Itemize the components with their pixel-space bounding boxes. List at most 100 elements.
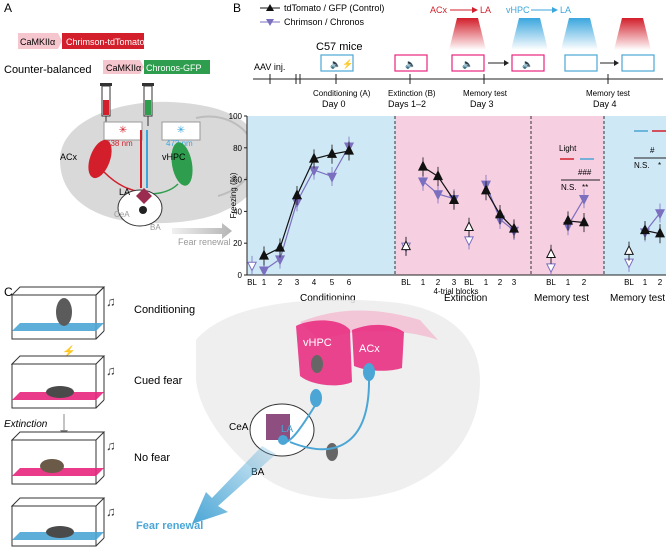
shock-icon-c: ⚡ <box>62 345 76 358</box>
vhpc-path-label: vHPC <box>506 5 530 15</box>
y-tick-label: 80 <box>233 144 242 153</box>
x-tick-label: 1 <box>566 278 571 287</box>
red-light-cone-1 <box>449 18 486 50</box>
vhpc-path-target: LA <box>560 5 571 15</box>
phase2-day: Days 1–2 <box>388 99 426 109</box>
context-box-test-day3: 🔈 🔈 <box>451 54 545 72</box>
section-test1: Memory test <box>534 293 589 304</box>
chart-section-bg-2 <box>531 116 604 275</box>
panel-c-letter: C <box>4 285 13 299</box>
data-point-control <box>308 152 320 163</box>
chrimson-construct-label: Chrimson-tdTomato <box>66 37 145 47</box>
fear-renewal-arrow-c <box>192 446 276 524</box>
series-line-opsin <box>263 145 350 271</box>
acx-path-target: LA <box>480 5 491 15</box>
y-tick-label: 100 <box>229 112 243 121</box>
data-point-control <box>545 248 557 259</box>
syringe-green <box>142 83 154 126</box>
light-label-3: Light <box>559 144 577 153</box>
data-point-control <box>274 241 286 252</box>
x-tick-label: BL <box>624 278 634 287</box>
section-extinction: Extinction <box>444 293 487 304</box>
music-note-icon-3: ♫ <box>106 438 116 453</box>
section-conditioning: Conditioning <box>300 293 356 304</box>
data-point-control <box>578 216 590 227</box>
vhpc-neuron-gray <box>311 355 323 373</box>
fear-renewal-label-c: Fear renewal <box>136 520 203 532</box>
shock-icon: ⚡ <box>342 58 353 70</box>
counterbalanced-label: Counter-balanced <box>4 64 91 76</box>
sig-3a: ### <box>578 168 592 177</box>
legend-control-label: tdTomato / GFP (Control) <box>284 3 384 13</box>
legend-opsin-marker <box>266 19 274 26</box>
cea-label-c: CeA <box>229 422 249 433</box>
data-point-control <box>562 214 574 225</box>
acx-path-arrowhead <box>472 7 478 13</box>
data-point-opsin <box>246 261 258 272</box>
x-tick-label: BL <box>247 278 257 287</box>
blue-light-cone-1 <box>511 18 548 50</box>
sig-4c: * <box>658 161 661 170</box>
context-box-extinction: 🔈 <box>394 54 428 72</box>
red-wavelength: 638 nm <box>106 139 133 148</box>
cage-no-fear: ♫ <box>10 431 116 485</box>
x-axis-label: 4-trial blocks <box>434 287 479 296</box>
data-point-control <box>508 222 520 233</box>
x-tick-label: BL <box>546 278 556 287</box>
data-point-opsin <box>432 190 444 201</box>
step1-label: Conditioning <box>134 304 195 316</box>
music-note-icon-4: ♫ <box>106 504 116 519</box>
data-point-opsin <box>258 266 270 277</box>
panel-c: C ⚡ ♫ Conditioning ♫ Cued fear Extin <box>4 285 480 547</box>
x-tick-label: 3 <box>452 278 457 287</box>
panel-b: B tdTomato / GFP (Control) Chrimson / Ch… <box>229 1 666 304</box>
vhpc-neuron-blue <box>310 389 322 407</box>
data-point-control <box>258 249 270 260</box>
music-note-icon-1: ♫ <box>106 294 116 309</box>
step2-label: Cued fear <box>134 375 183 387</box>
x-tick-label: 6 <box>347 278 352 287</box>
cage-conditioning: ⚡ ♫ <box>10 286 116 358</box>
phase1-label: Conditioning (A) <box>313 89 371 98</box>
chronos-construct-label: Chronos-GFP <box>146 63 202 73</box>
cage-fear-renewal: ♫ <box>10 497 116 547</box>
promoter-label-1: CaMKIIα <box>20 37 55 47</box>
data-point-control <box>463 220 475 231</box>
context-box-test-day4 <box>564 54 655 72</box>
phase4-label: Memory test <box>586 89 631 98</box>
x-tick-label: 1 <box>643 278 648 287</box>
vhpc-label-c: vHPC <box>303 337 332 349</box>
data-point-control <box>417 160 429 171</box>
data-point-control <box>448 193 460 204</box>
extinction-label: Extinction <box>4 419 48 430</box>
sig-3c: ** <box>582 183 588 192</box>
vhpc-label-a: vHPC <box>162 152 186 162</box>
legend-opsin-label: Chrimson / Chronos <box>284 17 365 27</box>
section-test2: Memory test <box>610 293 665 304</box>
phase3-day: Day 3 <box>470 99 494 109</box>
x-tick-label: 1 <box>421 278 426 287</box>
x-tick-label: 5 <box>330 278 335 287</box>
sig-3b: N.S. <box>561 183 577 192</box>
x-tick-label: BL <box>464 278 474 287</box>
y-tick-label: 20 <box>233 239 242 248</box>
promoter-arrow-chronos <box>103 60 144 74</box>
data-point-control <box>432 170 444 181</box>
blue-burst-icon: ✳ <box>177 125 185 136</box>
acx-path-label: ACx <box>430 5 448 15</box>
vhpc-path-arrowhead <box>552 7 558 13</box>
mouse-rearing <box>56 298 72 326</box>
vhpc-region <box>171 142 193 186</box>
chronos-construct-box <box>144 60 210 74</box>
ba-label-a: BA <box>150 223 161 232</box>
x-tick-label: 3 <box>295 278 300 287</box>
blue-light-box <box>161 121 201 141</box>
music-note-icon-2: ♫ <box>106 363 116 378</box>
phase1-day: Day 0 <box>322 99 346 109</box>
acx-region-c <box>352 324 404 371</box>
chrimson-construct-box <box>62 33 144 49</box>
data-point-control <box>494 208 506 219</box>
x-tick-label: 2 <box>582 278 587 287</box>
